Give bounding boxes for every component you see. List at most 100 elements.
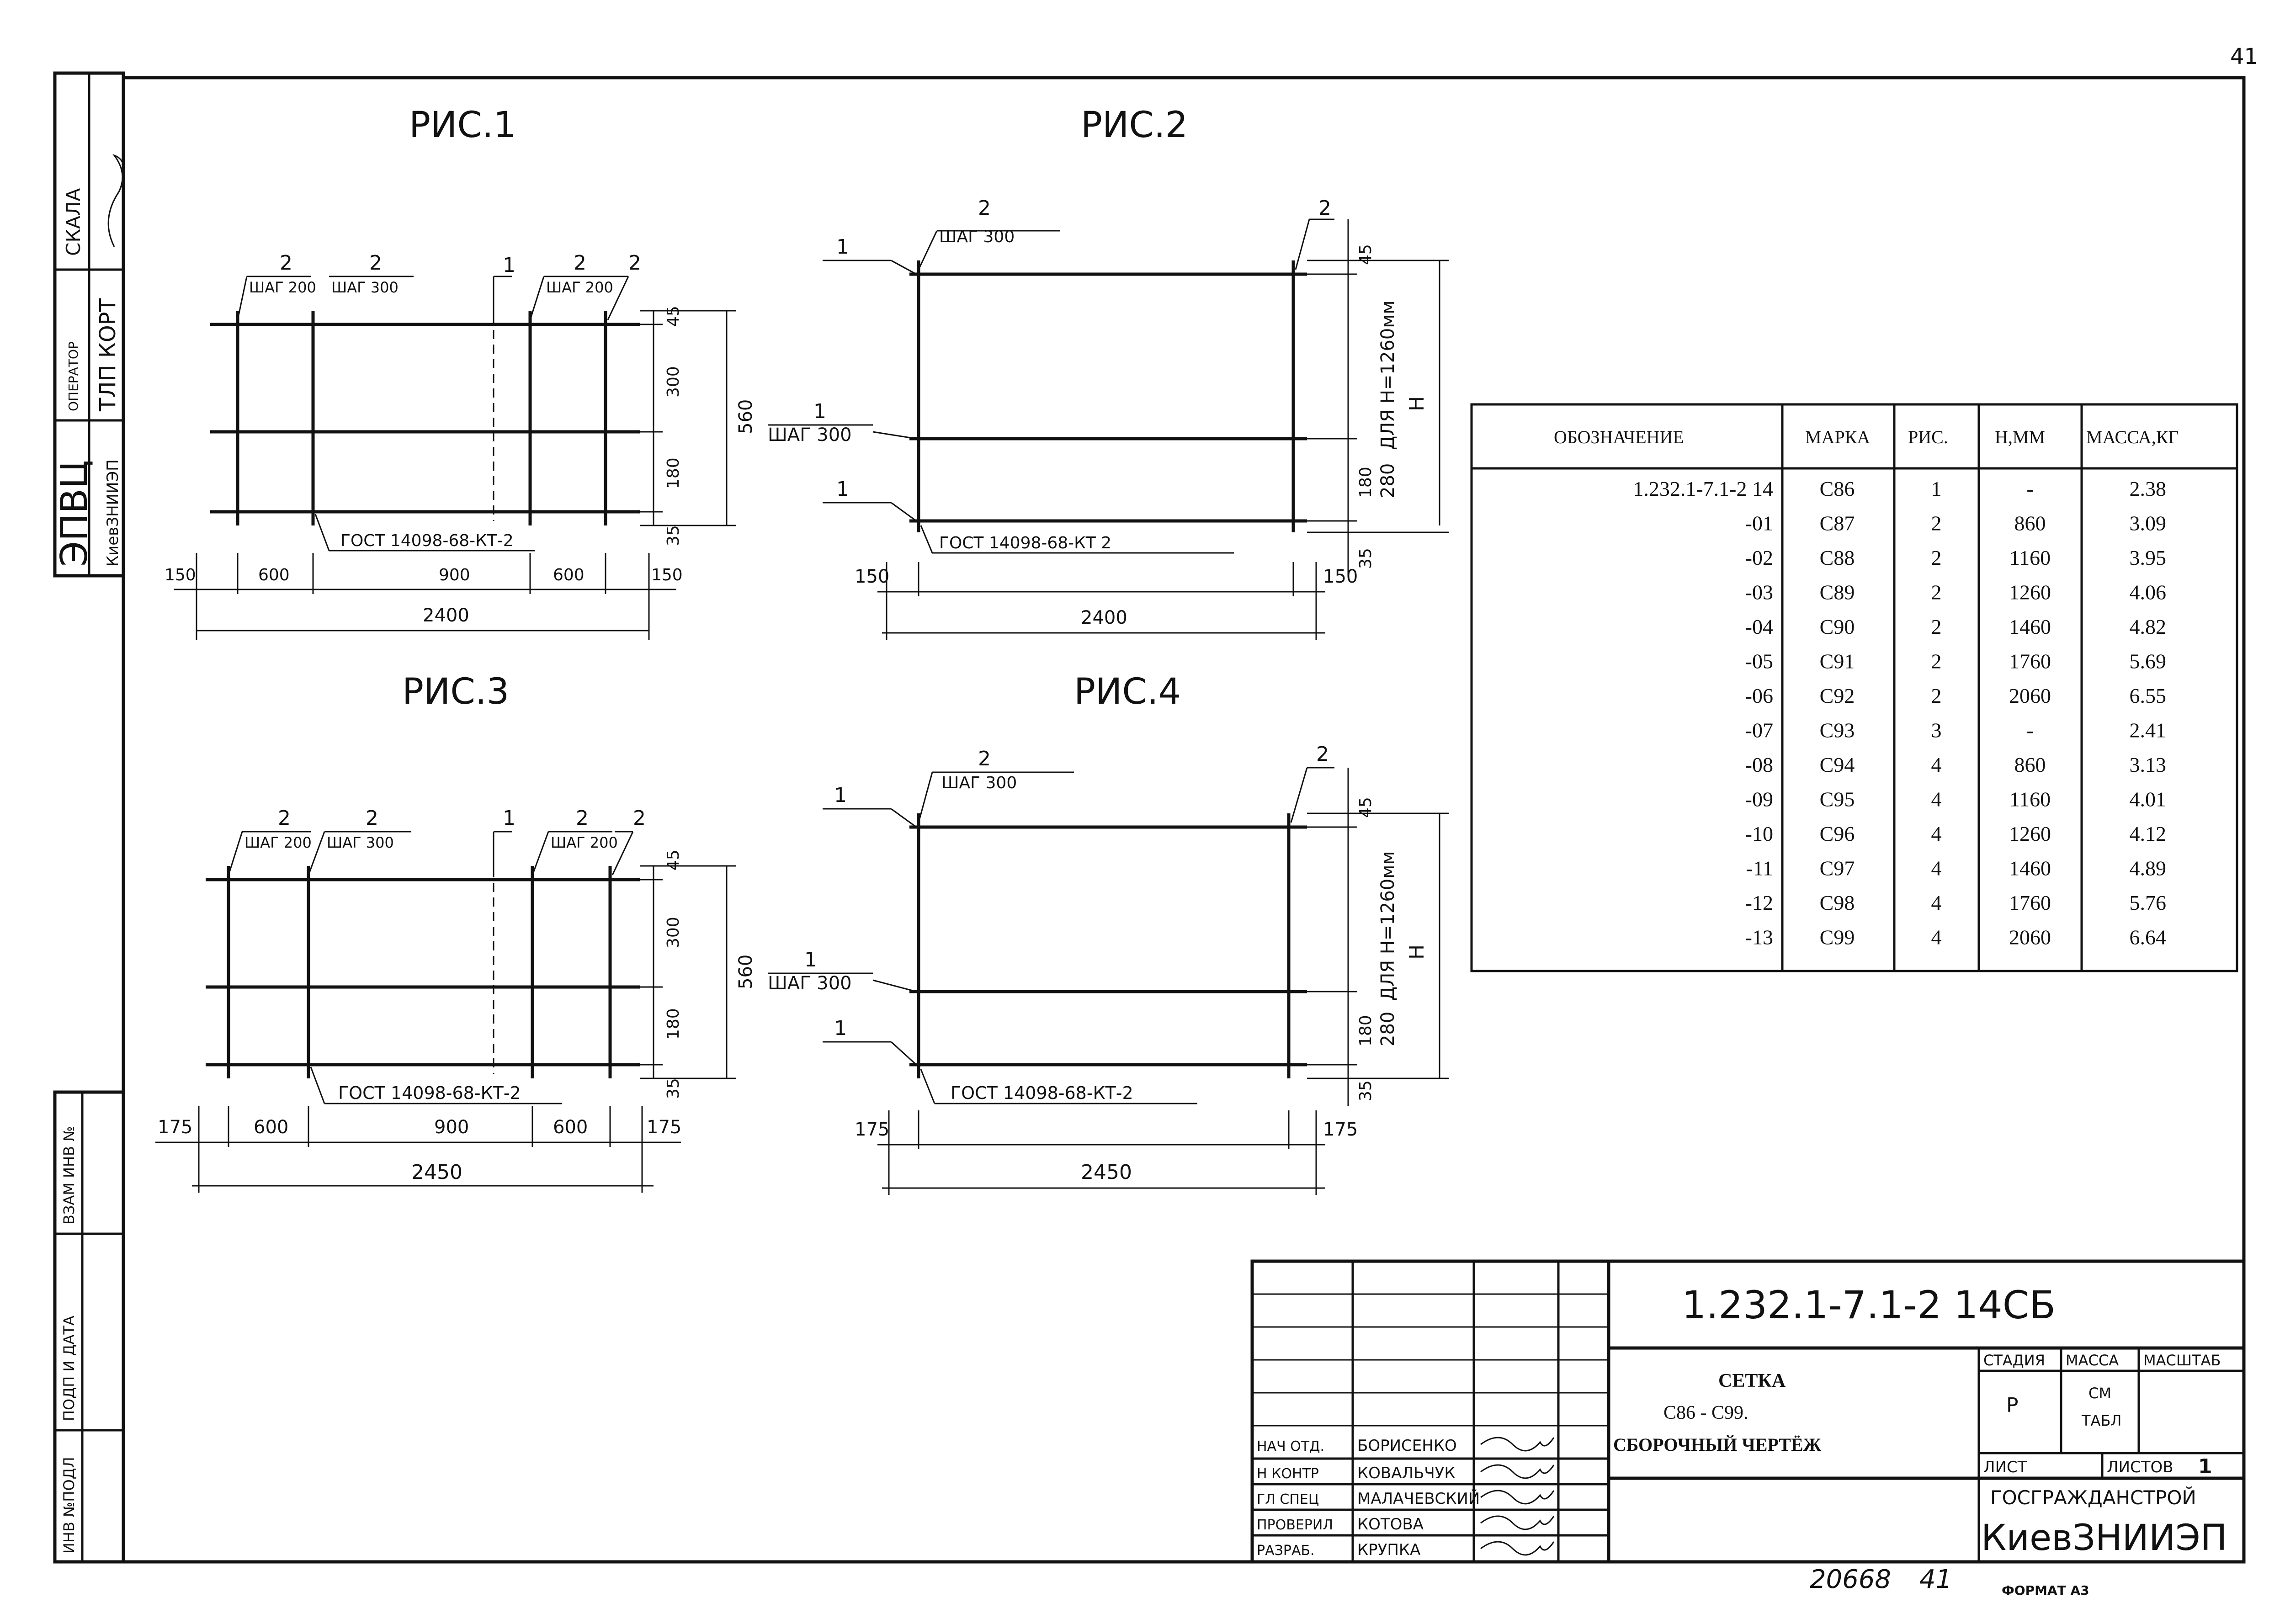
fig2-dim-h: Н: [1405, 396, 1429, 411]
fig3-dim-300: 300: [664, 917, 683, 948]
doc-name-line2: С86 - С99.: [1663, 1402, 1748, 1423]
mass-value-2: ТАБЛ: [2081, 1412, 2121, 1429]
spec-cell: 2: [1931, 581, 1942, 604]
fig2-dim-280: 280: [1377, 463, 1398, 498]
signature-scribble: [1480, 1464, 1555, 1479]
spec-cell: 1260: [2009, 822, 2051, 845]
spec-header-designation: ОБОЗНАЧЕНИЕ: [1554, 427, 1684, 447]
fig3-callout-4-num: 2: [576, 807, 589, 830]
side-strip-bottom-frame: [53, 1090, 125, 1564]
fig3-callout-5: 2: [633, 807, 646, 830]
spec-cell: С88: [1820, 546, 1855, 569]
spec-cell: 3.13: [2130, 753, 2167, 776]
fig1-callout-1-text: ШАГ 200: [249, 279, 316, 296]
operator-value: ТЛП КОРТ: [95, 298, 121, 412]
spec-cell: 2: [1931, 546, 1942, 569]
spec-cell: -04: [1745, 615, 1773, 638]
org-1: ГОСГРАЖДАНСТРОЙ: [1990, 1486, 2196, 1509]
spec-cell: 860: [2014, 753, 2046, 776]
fig4-dim-280: 280: [1377, 1012, 1398, 1046]
signer-role: РАЗРАБ.: [1257, 1543, 1315, 1559]
fig3-dim-b5: 175: [647, 1117, 681, 1138]
spec-cell: С93: [1820, 719, 1855, 742]
mass-value-1: СМ: [2088, 1385, 2111, 1402]
fig1-dim-b5: 150: [651, 566, 683, 584]
signature-scribble: [1480, 1437, 1555, 1452]
signer-name: БОРИСЕНКО: [1357, 1437, 1457, 1455]
spec-cell: 2: [1931, 615, 1942, 638]
fig2-callout-top-text: ШАГ 300: [939, 228, 1015, 246]
fig4-dim-b1: 175: [855, 1119, 889, 1140]
org-main: ЭПВЦ: [53, 460, 96, 567]
figure-3: РИС.3 2 ШАГ 200 2 ШАГ 300 1 2 ШАГ 200 2 …: [155, 671, 756, 1193]
fig1-gost: ГОСТ 14098-68-КТ-2: [340, 531, 514, 550]
spec-header-fig: РИС.: [1908, 427, 1948, 447]
spec-cell: 3: [1931, 719, 1942, 742]
spec-cell: С92: [1820, 684, 1855, 707]
fig2-callout-top-num: 2: [978, 196, 991, 220]
fig3-dim-total: 2450: [411, 1161, 462, 1184]
fig2-gost: ГОСТ 14098-68-КТ 2: [939, 534, 1111, 552]
spec-cell: 2060: [2009, 926, 2051, 949]
spec-cell: 1760: [2009, 891, 2051, 914]
spec-cell: -: [2026, 477, 2033, 500]
fig2-label-1b-num: 1: [813, 400, 826, 423]
fig4-dim-35: 35: [1356, 1080, 1375, 1101]
fig1-dim-b1: 150: [165, 566, 196, 584]
inventory-number: 20668: [1810, 1565, 1891, 1594]
fig1-callout-4-num: 2: [574, 251, 586, 275]
fig4-label-1b-num: 1: [804, 948, 817, 971]
spec-cell: 1760: [2009, 650, 2051, 673]
side-strip: СКАЛА ОПЕРАТОР ТЛП КОРТ ЭПВЦ КиевЗНИИЭП …: [53, 71, 125, 1564]
spec-cell: -08: [1745, 753, 1773, 776]
spec-cell: С86: [1820, 477, 1855, 500]
format-label: ФОРМАТ А3: [2002, 1583, 2089, 1598]
fig3-title: РИС.3: [402, 671, 509, 712]
signer-name: КОТОВА: [1357, 1515, 1424, 1534]
fig2-dim-180: 180: [1356, 467, 1375, 498]
fig3-dim-b4: 600: [553, 1117, 588, 1138]
fig3-callout-3: 1: [503, 807, 515, 830]
fig1-dim-35: 35: [664, 525, 683, 546]
fig3-callout-2-text: ШАГ 300: [327, 834, 394, 851]
fig3-dim-560: 560: [735, 955, 756, 989]
fig2-dim-b2: 150: [1323, 566, 1358, 587]
spec-cell: 2: [1931, 650, 1942, 673]
signer-role: НАЧ ОТД.: [1257, 1438, 1324, 1454]
scale-label: СКАЛА: [62, 188, 85, 256]
spec-cell: С90: [1820, 615, 1855, 638]
figure-1: РИС.1 2 ШАГ 200 2 ШАГ 300 1 2 ШАГ 200 2 …: [165, 105, 756, 640]
operator-label: ОПЕРАТОР: [66, 341, 81, 411]
spec-cell: 1460: [2009, 615, 2051, 638]
spec-cell: 6.64: [2130, 926, 2167, 949]
fig1-dim-180: 180: [664, 457, 683, 489]
signer-name: КОВАЛЬЧУК: [1357, 1464, 1456, 1482]
spec-cell: 4: [1931, 753, 1942, 776]
fig3-dim-b2: 600: [254, 1117, 288, 1138]
spec-cell: 2: [1931, 684, 1942, 707]
fig1-callout-2-num: 2: [369, 251, 382, 275]
spec-cell: 4.89: [2130, 857, 2167, 880]
spec-cell: С89: [1820, 581, 1855, 604]
spec-cell: 1160: [2009, 546, 2051, 569]
signer-role: ГЛ СПЕЦ: [1257, 1491, 1319, 1507]
spec-table: ОБОЗНАЧЕНИЕ МАРКА РИС. Н,ММ МАССА,КГ 1.2…: [1470, 403, 2238, 972]
fig4-title: РИС.4: [1074, 671, 1181, 712]
spec-cell: 2.38: [2130, 477, 2167, 500]
spec-cell: -05: [1745, 650, 1773, 673]
org-sub: КиевЗНИИЭП: [104, 459, 122, 567]
spec-cell: -10: [1745, 822, 1773, 845]
spec-cell: 4.06: [2130, 581, 2167, 604]
doc-code: 1.232.1-7.1-2 14СБ: [1682, 1283, 2056, 1327]
mass-label: МАССА: [2066, 1352, 2119, 1369]
fig1-title: РИС.1: [409, 105, 516, 146]
spec-cell: 1.232.1-7.1-2 14: [1633, 477, 1773, 500]
spec-cell: С95: [1820, 788, 1855, 811]
spec-cell: 2: [1931, 512, 1942, 535]
doc-name-line3: СБОРОЧНЫЙ ЧЕРТЁЖ: [1613, 1434, 1822, 1455]
fig3-callout-2-num: 2: [366, 807, 378, 830]
fig1-dim-45: 45: [664, 306, 683, 327]
fig2-dim-35: 35: [1356, 548, 1375, 569]
fig2-dim-45: 45: [1356, 244, 1375, 265]
